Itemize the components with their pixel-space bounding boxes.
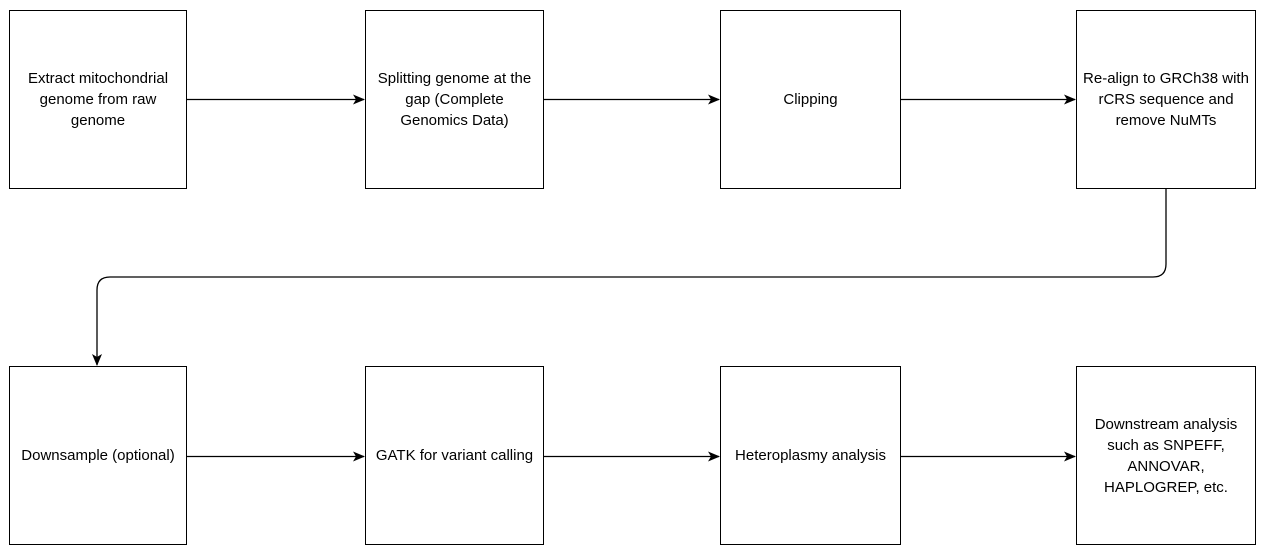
node-label: Clipping — [783, 91, 838, 108]
node-splitting-genome: Splitting genome at the gap (Complete Ge… — [365, 10, 544, 189]
node-label: Downsample (optional) — [21, 447, 175, 464]
node-label: Re-align to GRCh38 with rCRS sequence an… — [1083, 70, 1249, 129]
node-label: Heteroplasmy analysis — [735, 447, 886, 464]
node-downsample: Downsample (optional) — [9, 366, 187, 545]
node-downstream-analysis: Downstream analysis such as SNPEFF, ANNO… — [1076, 366, 1256, 545]
node-realign-grch38: Re-align to GRCh38 with rCRS sequence an… — [1076, 10, 1256, 189]
node-label: Splitting genome at the gap (Complete Ge… — [377, 70, 532, 129]
node-label: GATK for variant calling — [375, 447, 534, 464]
edge-n4-n5 — [92, 189, 1167, 366]
node-label: Extract mitochondrial genome from raw ge… — [27, 70, 169, 129]
node-clipping: Clipping — [720, 10, 901, 189]
node-gatk-variant-calling: GATK for variant calling — [365, 366, 544, 545]
node-extract-mitochondrial-genome: Extract mitochondrial genome from raw ge… — [9, 10, 187, 189]
node-label: Downstream analysis such as SNPEFF, ANNO… — [1094, 415, 1238, 496]
node-heteroplasmy-analysis: Heteroplasmy analysis — [720, 366, 901, 545]
